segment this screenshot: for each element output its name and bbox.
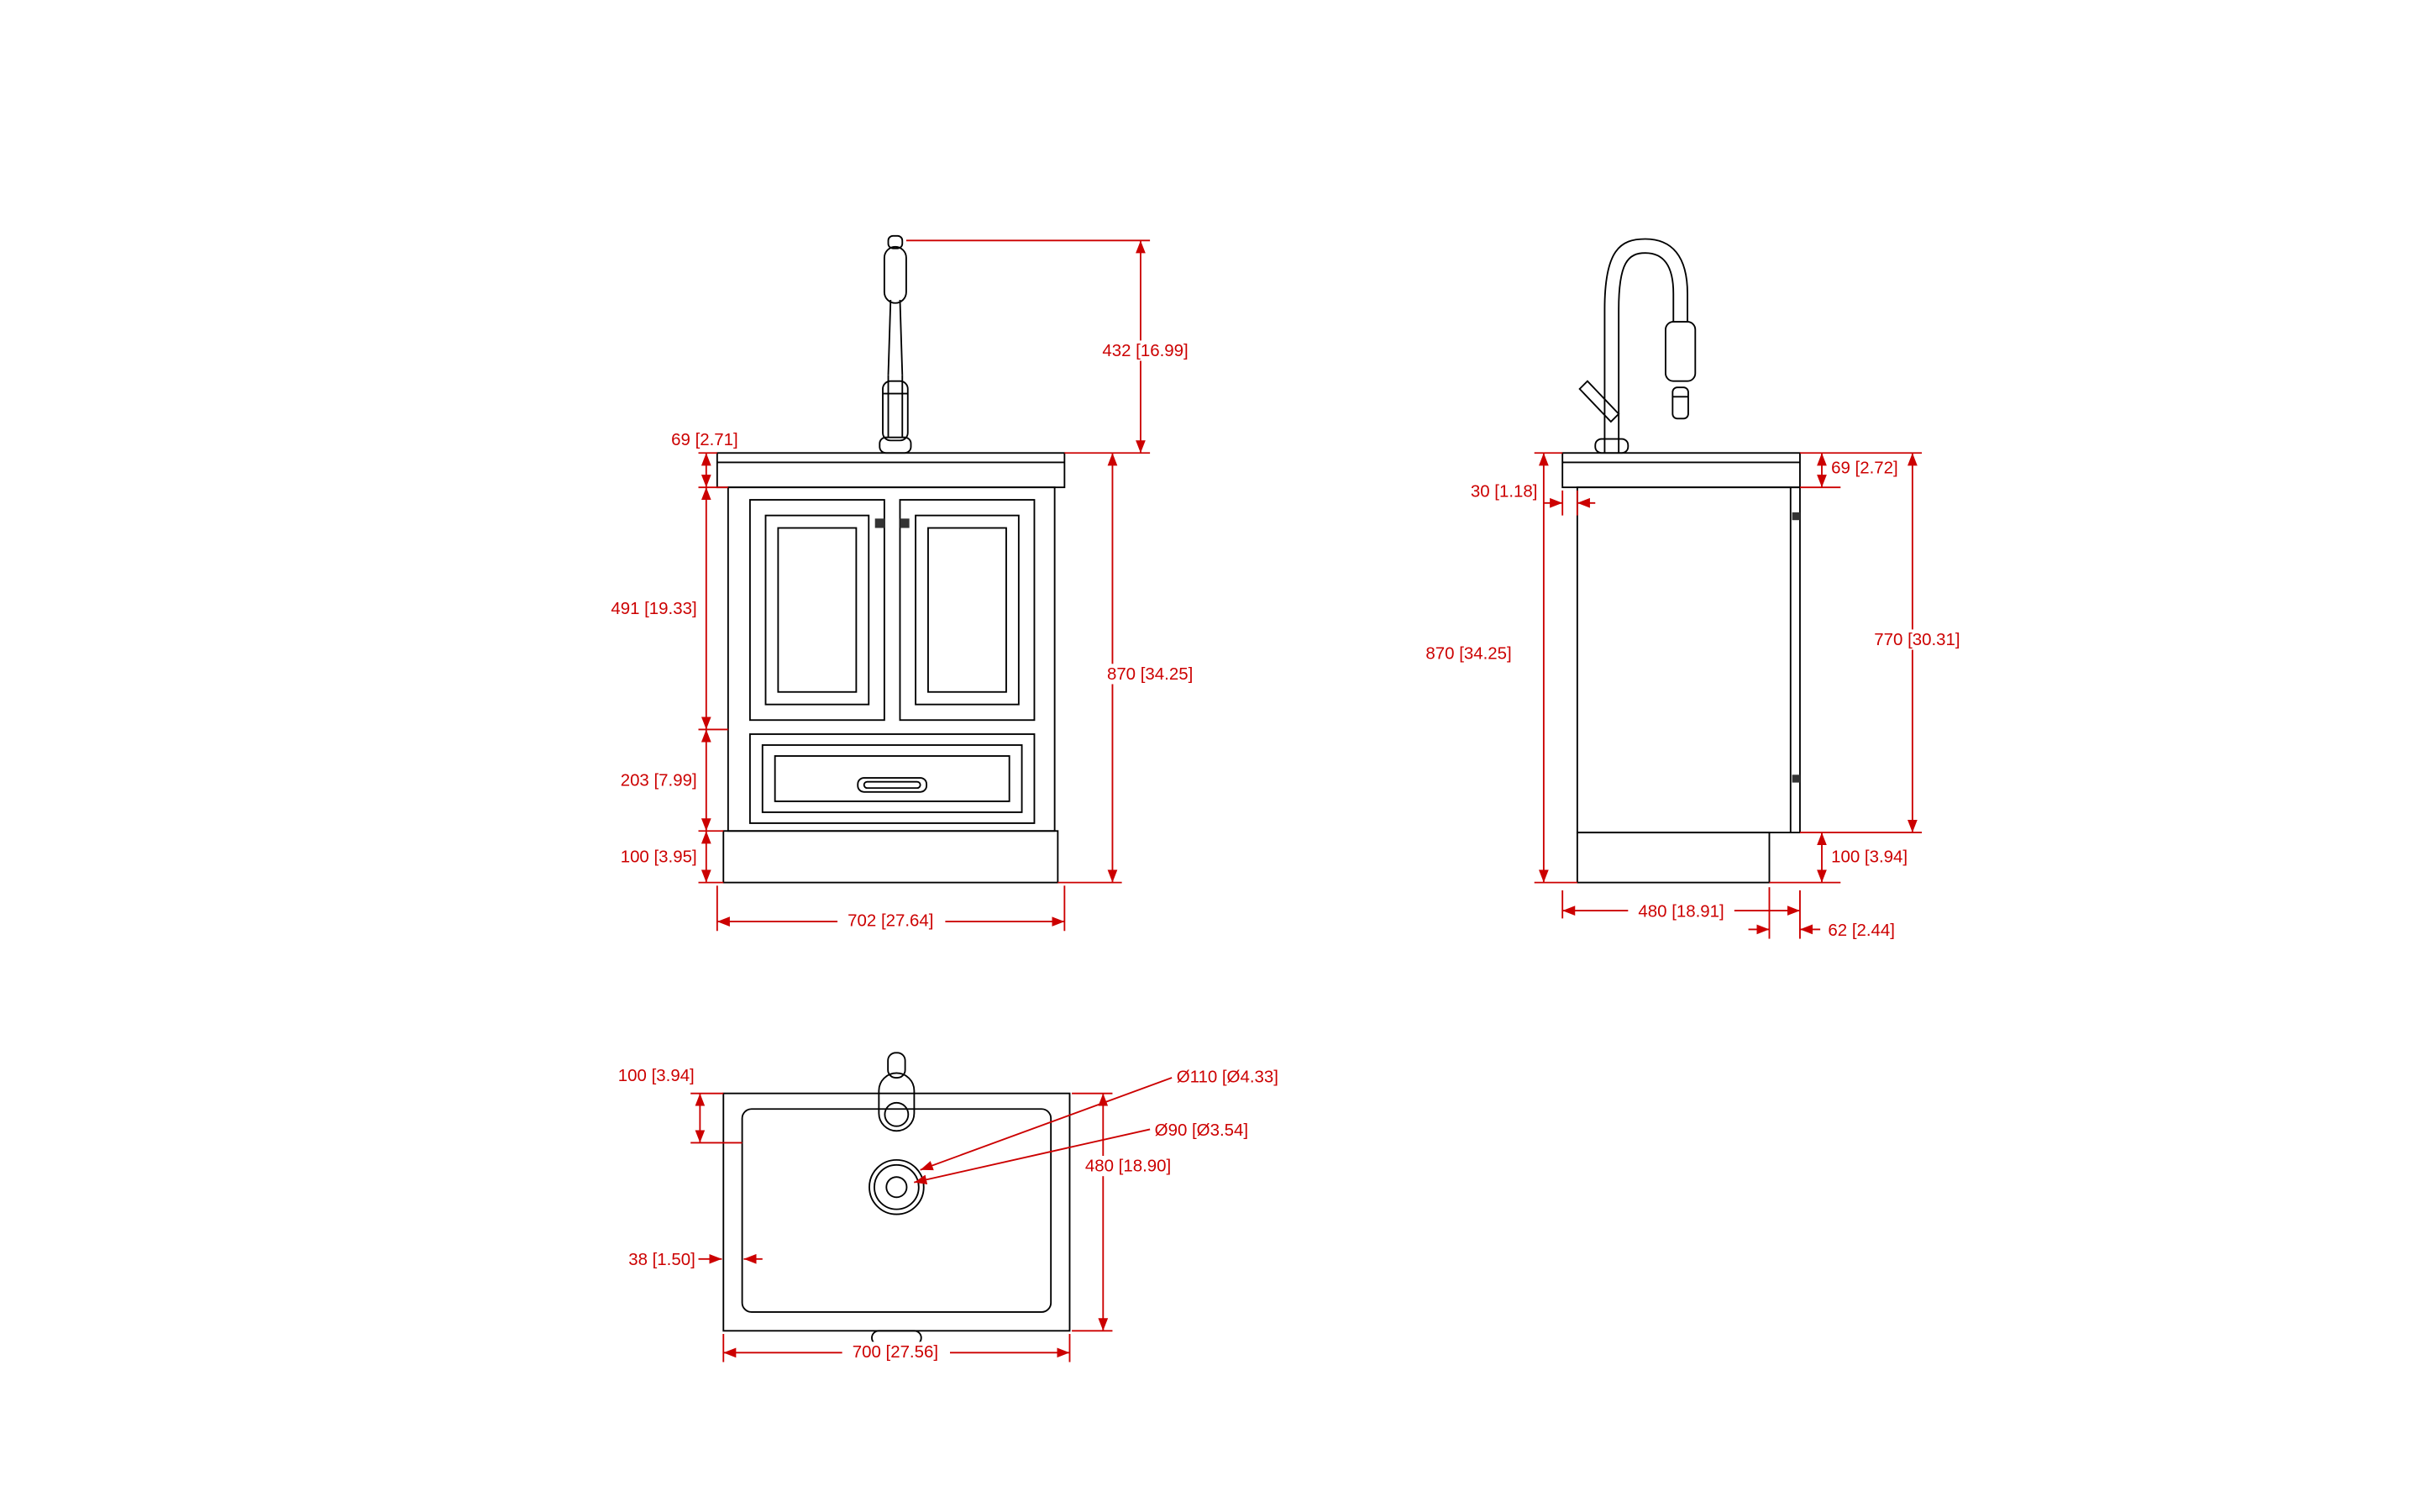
dim-front-base-height: 100 [3.95] <box>621 847 697 866</box>
side-view: 30 [1.18] 69 [2.72] 870 [34.25] 770 [30.… <box>1425 238 1971 940</box>
drawer-handle <box>857 777 928 793</box>
dim-side-depth: 480 [18.91] <box>1638 902 1724 921</box>
dim-top-drain-inner-dia: Ø90 [Ø3.54] <box>1155 1121 1248 1140</box>
front-dimension-lines <box>698 239 1204 932</box>
front-view: 69 [2.71] 491 [19.33] 203 [7.99] 100 [3.… <box>611 234 1204 932</box>
side-hinge-marks <box>1792 512 1800 783</box>
front-countertop <box>716 452 1066 489</box>
dim-top-drain-outer-dia: Ø110 [Ø4.33] <box>1177 1068 1278 1087</box>
dim-side-base-height: 100 [3.94] <box>1831 847 1908 866</box>
dim-side-back-overhang: 30 [1.18] <box>1471 481 1538 501</box>
side-base-plinth <box>1576 832 1771 884</box>
dim-front-overall-height: 870 [34.25] <box>1107 664 1193 684</box>
side-cabinet-body <box>1576 486 1801 834</box>
front-faucet-spout-head <box>883 245 907 304</box>
dim-front-door-section-height: 491 [19.33] <box>611 599 696 618</box>
dim-top-faucet-center-offset: 100 [3.94] <box>618 1066 695 1085</box>
front-base-plinth <box>722 830 1059 884</box>
front-left-door <box>748 499 885 722</box>
front-right-door <box>899 499 1036 722</box>
top-view: 100 [3.94] Ø110 [Ø4.33] Ø90 [Ø3.54] 480 … <box>618 1052 1278 1362</box>
top-basin-outline <box>741 1108 1052 1313</box>
top-counter-outline <box>722 1092 1071 1332</box>
side-countertop <box>1561 452 1801 489</box>
dim-front-faucet-height: 432 [16.99] <box>1102 341 1188 360</box>
side-faucet-handle <box>1578 380 1620 423</box>
top-faucet <box>878 1052 916 1132</box>
dim-side-counter-to-base-height: 770 [30.31] <box>1874 630 1960 649</box>
dim-top-width: 700 [27.56] <box>853 1342 938 1362</box>
front-faucet <box>879 234 912 454</box>
front-door-catches <box>874 518 910 528</box>
front-faucet-sprayer <box>882 380 909 442</box>
side-faucet-sprayer <box>1665 321 1697 382</box>
dim-top-depth: 480 [18.90] <box>1085 1157 1171 1176</box>
side-dimension-lines <box>1534 452 1971 939</box>
dim-front-drawer-section-height: 203 [7.99] <box>621 770 697 790</box>
top-dimension-lines <box>690 1077 1182 1362</box>
dim-top-rim-inset: 38 [1.50] <box>628 1250 695 1269</box>
dim-front-overall-width: 702 [27.64] <box>848 911 933 931</box>
top-drain <box>869 1158 925 1215</box>
dim-side-toe-kick-depth: 62 [2.44] <box>1828 921 1895 940</box>
top-faucet-handle <box>887 1052 906 1079</box>
front-drawer <box>748 733 1036 824</box>
dim-side-counter-thickness: 69 [2.72] <box>1831 458 1898 477</box>
side-faucet <box>1578 238 1697 454</box>
dim-side-overall-height: 870 [34.25] <box>1425 644 1511 664</box>
dim-front-counter-thickness: 69 [2.71] <box>671 430 738 449</box>
